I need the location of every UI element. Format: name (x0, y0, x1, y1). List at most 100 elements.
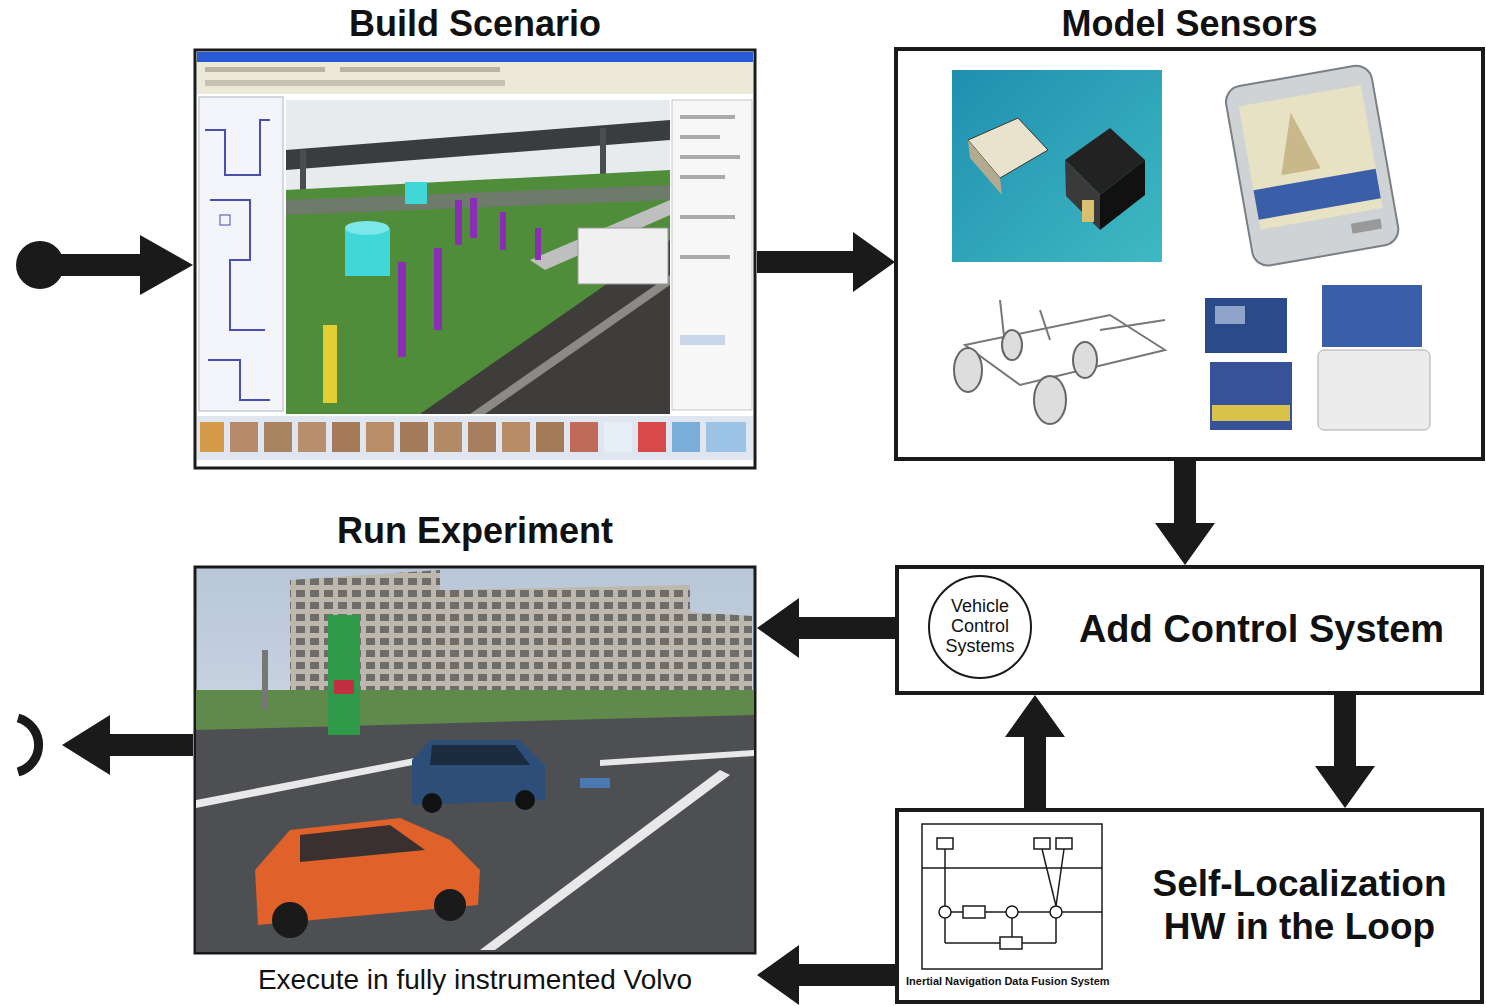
experiment-scene-part (196, 715, 754, 952)
sensor-images-part (1100, 160, 1145, 230)
scenario-screenshot-part (578, 228, 668, 284)
box-title: Self-Localization HW in the Loop (1121, 820, 1478, 992)
scenario-screenshot-part (286, 120, 670, 170)
scenario-screenshot-part (604, 422, 632, 452)
scenario-screenshot-part (345, 228, 390, 276)
scenario-screenshot-part (197, 52, 753, 62)
fusion-block-diagram-part (1011, 918, 1013, 937)
flow-arrow (1315, 695, 1375, 808)
end-symbol-part (18, 718, 39, 772)
scenario-screenshot-part (470, 198, 477, 238)
fusion-block-diagram-part (945, 942, 1000, 944)
scenario-screenshot-part (332, 422, 360, 452)
scenario-screenshot-part (208, 360, 270, 400)
scenario-screenshot-part (298, 422, 326, 452)
scenario-screenshot-part (470, 275, 670, 414)
sensor-images-part (1034, 376, 1066, 424)
end-symbol (18, 715, 193, 775)
scenario-screenshot-part (502, 422, 530, 452)
scenario-screenshot-part (672, 422, 700, 452)
sensor-images-part (1205, 298, 1287, 353)
scenario-screenshot-part (680, 255, 730, 259)
experiment-scene-part (334, 680, 354, 694)
fusion-block-diagram-part (944, 918, 946, 943)
start-symbol (16, 235, 193, 295)
sensor-images-part (1073, 342, 1097, 378)
experiment-scene-part (328, 615, 360, 735)
scenario-screenshot-part (286, 170, 670, 414)
sensor-images-part (1215, 306, 1245, 324)
scenario-screenshot-part (220, 215, 230, 225)
scenario-screenshot-part (366, 422, 394, 452)
experiment-scene-part (430, 745, 530, 765)
sensor-images-part-part (1254, 169, 1381, 220)
fusion-block-diagram-part (1055, 918, 1057, 943)
fusion-block-diagram-part (1000, 937, 1022, 949)
scenario-screenshot-part (230, 422, 258, 452)
scenario-screenshot-part (323, 325, 337, 403)
scenario-screenshot-part (205, 80, 505, 86)
scenario-screenshot-part (264, 422, 292, 452)
scenario-screenshot-part (400, 422, 428, 452)
circle-text: Vehicle Control Systems (934, 577, 1026, 677)
experiment-scene-part (272, 902, 308, 938)
scenario-screenshot-part (345, 221, 389, 235)
scenario-screenshot-part (434, 248, 442, 330)
sensor-images-part-part (1100, 320, 1165, 330)
scenario-screenshot-part (455, 200, 462, 245)
sensor-images-part (1212, 405, 1290, 421)
scenario-screenshot-part (195, 50, 755, 468)
fusion-block-diagram-part (922, 867, 1102, 869)
control-circle: Vehicle Control Systems (928, 575, 1032, 679)
sensor-images-part (1210, 362, 1292, 430)
experiment-scene-part (422, 793, 442, 813)
scenario-screenshot-part (286, 185, 670, 215)
fusion-block-diagram-part (944, 849, 946, 906)
sensor-images-part-part (1271, 109, 1321, 175)
flow-arrow (1155, 460, 1215, 565)
experiment-panel: Run ExperimentExecute in fully instrumen… (193, 508, 757, 1002)
experiment-scene-part (480, 770, 730, 950)
sensor-images-part-part (965, 315, 1165, 385)
experiment-scene-part (580, 778, 610, 788)
sensor-images-part (952, 70, 1162, 262)
diagram-caption: Inertial Navigation Data Fusion System (906, 975, 1110, 987)
experiment-scene-part (300, 825, 425, 862)
flow-arrow (757, 598, 895, 658)
sensor-images-part (1002, 330, 1022, 360)
sensor-images-part (1322, 285, 1422, 347)
sensors-panel: Model Sensors (895, 0, 1484, 460)
fusion-block-diagram-part (1056, 849, 1064, 906)
sensor-images-part (968, 140, 1002, 195)
scenario-screenshot-part (340, 67, 500, 72)
scenario-screenshot-part (197, 62, 753, 94)
sensor-images-part (1065, 160, 1100, 230)
fusion-block-diagram-part (985, 911, 1006, 913)
scenario-screenshot-part (286, 100, 670, 414)
end-symbol-part (105, 734, 193, 756)
panel-heading: Run Experiment (193, 508, 757, 554)
fusion-block-diagram-part (1018, 911, 1050, 913)
sensor-images-part (1223, 63, 1400, 268)
scenario-screenshot-part (398, 262, 406, 357)
fusion-block-diagram-part (1006, 906, 1018, 918)
fusion-block-diagram (922, 824, 1102, 969)
flow-arrow (757, 232, 895, 292)
fusion-block-diagram-part (1062, 911, 1102, 913)
scenario-screenshot-part (680, 215, 735, 219)
scenario-screenshot-part (210, 200, 265, 330)
scenario-screenshot-part (197, 416, 753, 460)
sensor-images-part (1082, 200, 1094, 222)
sensor-images-part (896, 49, 1483, 459)
scenario-screenshot-part (434, 422, 462, 452)
fusion-block-diagram-part (1034, 838, 1050, 849)
fusion-block-diagram-part (951, 911, 963, 913)
scenario-screenshot-part (500, 212, 506, 250)
start-symbol-part (55, 254, 145, 276)
scenario-screenshot-part (570, 422, 598, 452)
flow-arrow (1005, 695, 1065, 808)
panel-heading: Build Scenario (193, 2, 757, 46)
scenario-screenshot-part (638, 422, 666, 452)
scenario-panel: Build Scenario (193, 0, 757, 470)
